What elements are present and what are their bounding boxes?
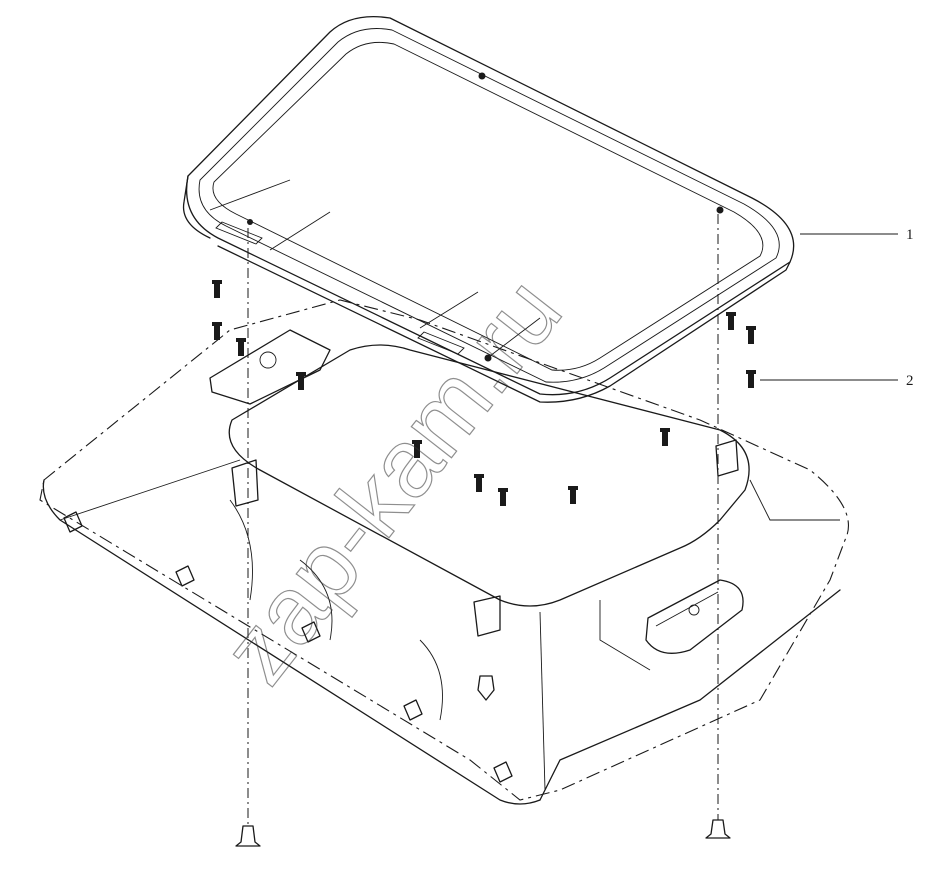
screw — [746, 326, 756, 344]
screw-group — [212, 280, 756, 506]
bottom-fasteners — [235, 819, 731, 847]
screw — [746, 370, 756, 388]
callout-label-1: 1 — [906, 227, 914, 243]
screw — [236, 338, 246, 356]
screw — [212, 322, 222, 340]
callout-2: 2 — [760, 373, 914, 389]
push-pin — [705, 819, 731, 839]
screw — [498, 488, 508, 506]
assembly-axis-lines — [247, 214, 719, 826]
lower-tray — [39, 299, 849, 805]
screw — [726, 312, 736, 330]
screw — [474, 474, 484, 492]
screw — [212, 280, 222, 298]
callout-1: 1 — [800, 227, 914, 243]
screw — [660, 428, 670, 446]
screw — [296, 372, 306, 390]
screw — [412, 440, 422, 458]
callout-label-2: 2 — [906, 373, 914, 389]
push-pin — [235, 825, 261, 847]
cover-panel — [182, 15, 795, 403]
watermark-text: zap-kam.ru — [202, 259, 582, 703]
screw — [568, 486, 578, 504]
